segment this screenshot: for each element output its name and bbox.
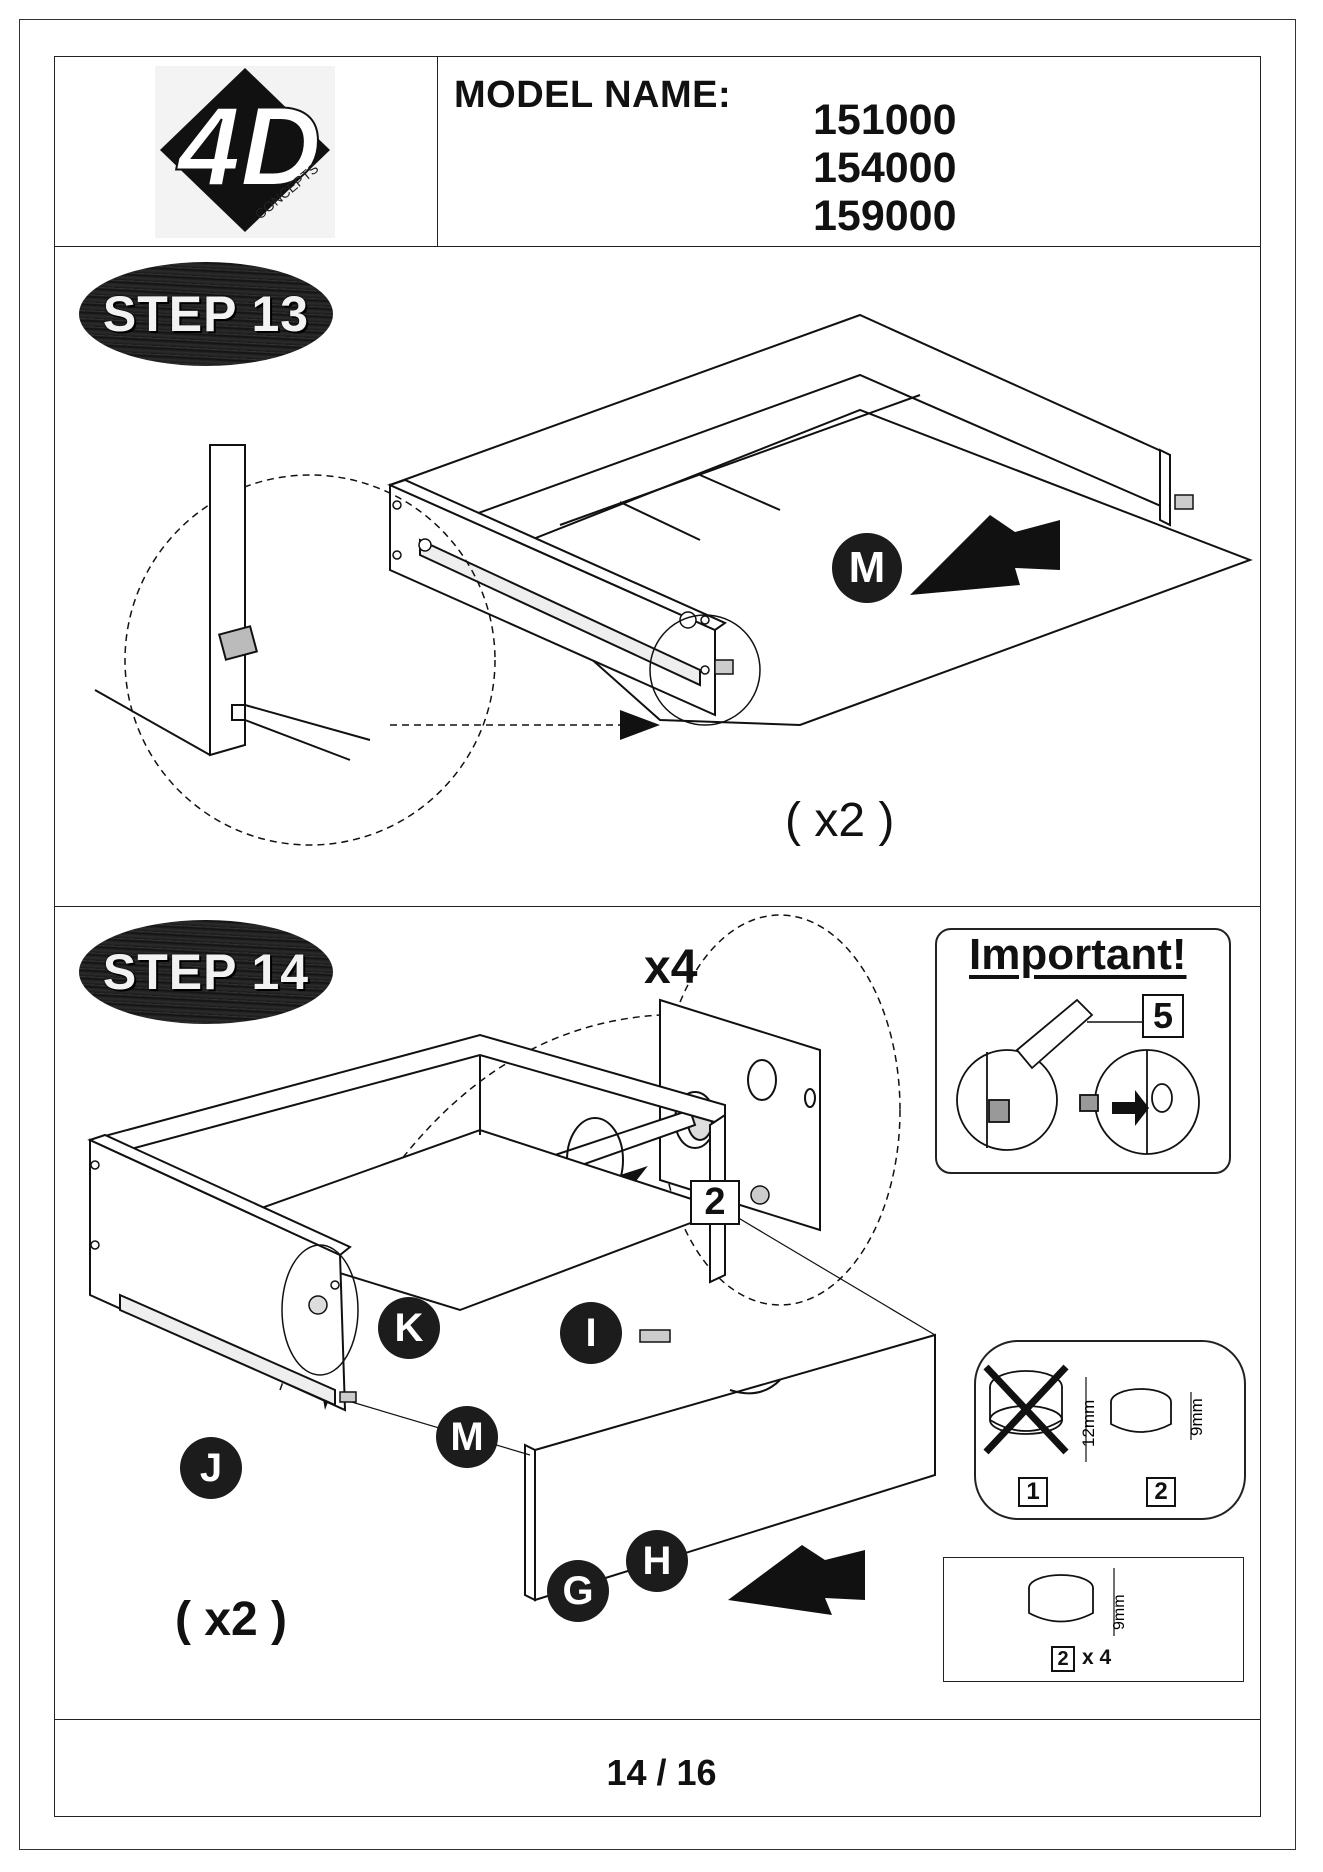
- part-label-text: I: [585, 1311, 596, 1356]
- header-divider: [54, 246, 1261, 247]
- important-title: Important!: [969, 930, 1187, 980]
- part-label-badge: I: [560, 1302, 622, 1364]
- hardware-comparison-box: 12mm 9mm 1 2: [974, 1340, 1246, 1520]
- right-part-box: 2: [1146, 1477, 1176, 1507]
- count-quantity: x 4: [1082, 1646, 1111, 1670]
- part-label-text: M: [450, 1415, 483, 1460]
- footer-divider: [54, 1719, 1261, 1720]
- hardware-count-box: 9mm 2 x 4: [943, 1557, 1244, 1682]
- wrong-cam-dimension: 12mm: [1079, 1400, 1098, 1447]
- step-divider: [54, 906, 1261, 907]
- detail-part-box: 2: [690, 1180, 740, 1225]
- header-column-divider: [437, 56, 438, 247]
- part-label-text: H: [643, 1539, 672, 1584]
- count-cam-dimension: 9mm: [1111, 1594, 1128, 1630]
- part-label-badge: J: [180, 1437, 242, 1499]
- part-label-text: G: [562, 1569, 593, 1614]
- part-label-badge: M: [832, 533, 902, 603]
- part-label-badge: H: [626, 1530, 688, 1592]
- important-note-box: Important! 5: [935, 928, 1231, 1174]
- page-number: 14 / 16: [0, 1752, 1323, 1794]
- part-label-text: K: [395, 1306, 424, 1351]
- part-label-badge: G: [547, 1560, 609, 1622]
- right-cam-dimension: 9mm: [1187, 1398, 1206, 1436]
- part-label-text: M: [849, 543, 886, 593]
- model-number-list: 151000 154000 159000: [813, 96, 957, 240]
- step-14-multiplier: ( x2 ): [175, 1592, 287, 1647]
- step-13-multiplier: ( x2 ): [785, 793, 894, 848]
- cam-lock-comparison: 12mm 9mm: [976, 1342, 1248, 1522]
- step-13-illustration: [60, 300, 1260, 860]
- part-label-badge: K: [378, 1297, 440, 1359]
- brand-logo: 4D CONCEPTS: [150, 60, 340, 240]
- count-part-box: 2: [1051, 1646, 1075, 1672]
- model-number: 154000: [813, 144, 957, 192]
- glue-part-box: 5: [1142, 994, 1184, 1038]
- part-label-text: J: [200, 1446, 222, 1491]
- model-name-label: MODEL NAME:: [454, 74, 731, 117]
- model-number: 159000: [813, 192, 957, 240]
- model-number: 151000: [813, 96, 957, 144]
- glue-illustration: [937, 990, 1233, 1174]
- step-14-illustration: [60, 910, 960, 1670]
- part-label-badge: M: [436, 1406, 498, 1468]
- wrong-part-box: 1: [1018, 1477, 1048, 1507]
